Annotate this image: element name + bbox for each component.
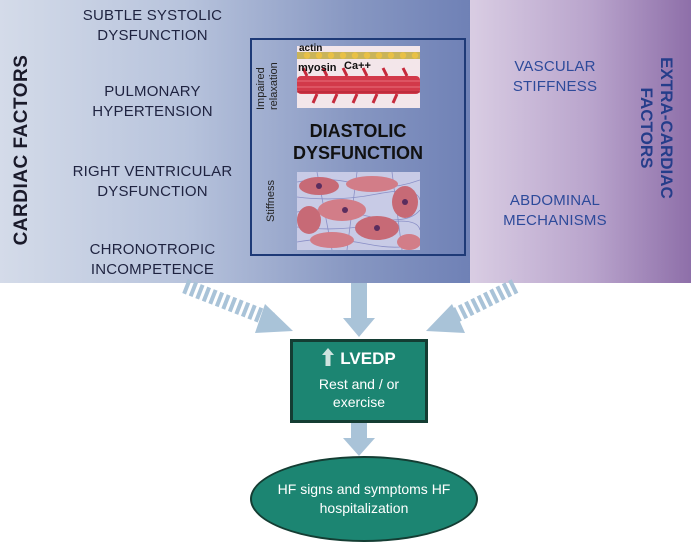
arrow-from-diastolic-shaft	[351, 283, 367, 320]
arrow-from-extra-cardiac	[442, 279, 519, 327]
factor-abdominal-mechanisms: ABDOMINAL MECHANISMS	[503, 192, 607, 229]
lvedp-title: LVEDP	[340, 348, 396, 368]
arrowhead-left	[255, 304, 293, 333]
lvedp-title-row: LVEDP	[293, 348, 425, 371]
arrowhead-center	[343, 318, 375, 337]
lvedp-box: LVEDP Rest and / or exercise	[290, 339, 428, 423]
factor-vascular-stiffness: VASCULAR STIFFNESS	[512, 58, 598, 95]
diastolic-dysfunction-box	[250, 38, 466, 256]
myocardial-tissue-illustration	[297, 172, 420, 250]
arrowhead-right	[426, 304, 465, 333]
actin-label: actin	[299, 43, 323, 54]
diastolic-dysfunction-title: DIASTOLIC DYSFUNCTION	[293, 121, 423, 163]
arrow-from-cardiac-factors	[182, 279, 275, 327]
factor-subtle-systolic-dysfunction: SUBTLE SYSTOLIC DYSFUNCTION	[82, 7, 223, 44]
lvedp-subtitle: Rest and / or exercise	[318, 376, 400, 410]
myosin-label: myosin	[298, 62, 337, 74]
arrow-to-outcome-shaft	[351, 423, 367, 440]
up-arrow-icon	[322, 348, 335, 371]
arrowhead-bottom	[343, 438, 375, 456]
factor-right-ventricular-dysfunction: RIGHT VENTRICULAR DYSFUNCTION	[72, 163, 233, 200]
calcium-label: Ca++	[344, 60, 371, 72]
factor-pulmonary-hypertension: PULMONARY HYPERTENSION	[92, 83, 213, 120]
outcome-text: HF signs and symptoms HF hospitalization	[277, 481, 451, 516]
factor-chronotropic-incompetence: CHRONOTROPIC INCOMPETENCE	[89, 241, 216, 278]
sarcomere-illustration	[297, 46, 420, 108]
outcome-ellipse: HF signs and symptoms HF hospitalization	[250, 456, 478, 542]
extra-cardiac-factors-panel	[470, 0, 691, 283]
